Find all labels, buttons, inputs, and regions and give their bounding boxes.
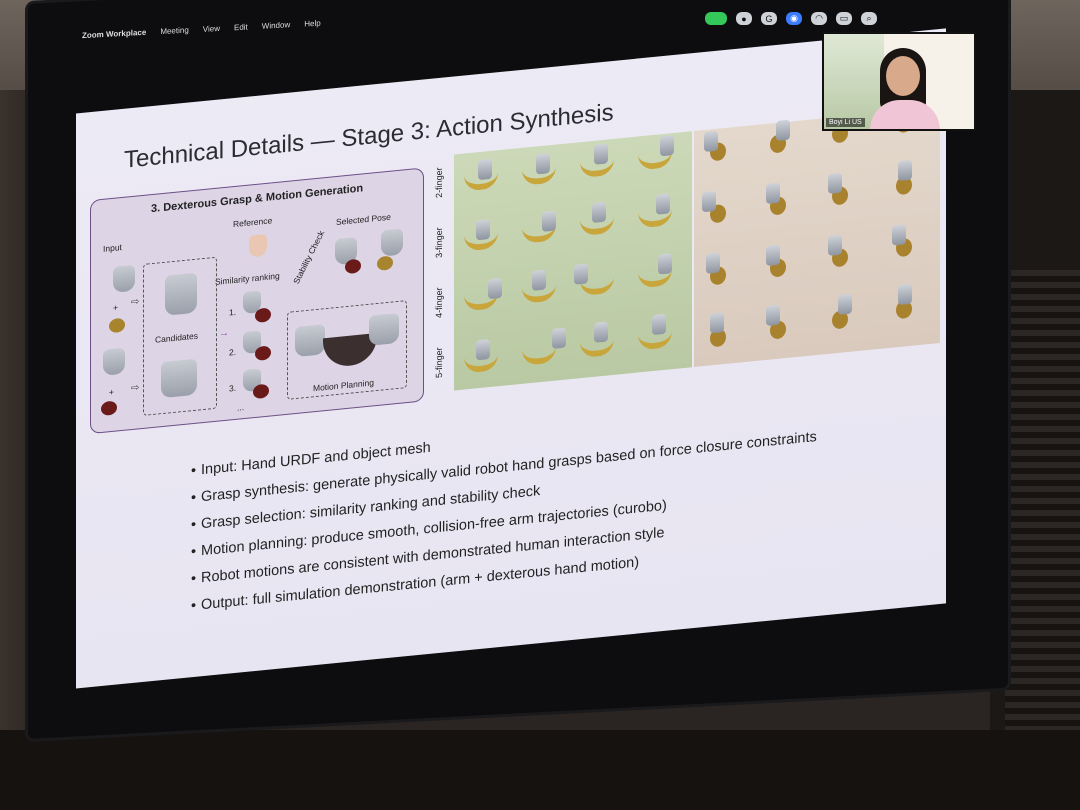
menu-help[interactable]: Help xyxy=(304,18,321,29)
robot-hand-image xyxy=(542,210,556,232)
selected-pose-label: Selected Pose xyxy=(336,211,391,228)
plus-sign: + xyxy=(113,302,118,313)
search-icon[interactable]: ⌕ xyxy=(861,12,877,25)
planning-hand-image xyxy=(295,324,325,358)
robot-hand-image xyxy=(766,244,780,266)
similarity-ranking-label: Similarity ranking xyxy=(215,270,280,287)
recording-indicator-icon[interactable] xyxy=(705,12,727,25)
robot-hand-image xyxy=(710,312,724,334)
ranked-apple-image xyxy=(255,345,271,361)
menu-window[interactable]: Window xyxy=(261,19,291,31)
robot-hand-image xyxy=(838,293,852,315)
robot-hand-image xyxy=(828,172,842,194)
robot-hand-image xyxy=(706,252,720,274)
rank-1: 1. xyxy=(229,306,237,318)
robot-hand-image xyxy=(766,304,780,326)
input-hand-image xyxy=(113,264,135,293)
grasp-motion-panel: 3. Dexterous Grasp & Motion Generation I… xyxy=(90,167,424,435)
robot-hand-image xyxy=(552,327,566,349)
rank-3: 3. xyxy=(229,382,237,394)
selected-hand-image xyxy=(381,228,403,257)
input-potato-image xyxy=(109,317,125,334)
arrow-icon: → xyxy=(219,327,229,340)
rank-2: 2. xyxy=(229,346,237,358)
floor xyxy=(0,730,1080,810)
robot-hand-image xyxy=(776,119,790,142)
ranked-apple-image xyxy=(253,383,269,400)
ranked-apple-image xyxy=(255,307,271,323)
reference-human-hand-image xyxy=(249,233,267,258)
row-label-5-finger: 5-finger xyxy=(434,346,444,379)
robot-hand-image xyxy=(898,159,912,182)
robot-hand-image xyxy=(488,277,502,300)
panel-title: 3. Dexterous Grasp & Motion Generation xyxy=(151,182,364,216)
robot-hand-image xyxy=(898,283,912,306)
speaker-name-label: Boyi Li US xyxy=(826,118,865,127)
robot-hand-image xyxy=(656,193,670,215)
menu-app-name[interactable]: Zoom Workplace xyxy=(82,27,147,40)
robot-hand-image xyxy=(704,130,718,153)
robot-hand-image xyxy=(652,313,666,336)
arrow-icon: ⇨ xyxy=(131,296,140,309)
arrow-icon: ⇨ xyxy=(131,382,140,395)
robot-hand-image xyxy=(660,134,674,157)
wifi-icon[interactable]: ◠ xyxy=(811,12,827,25)
robot-hand-image xyxy=(532,269,546,291)
wall-vent xyxy=(1005,270,1080,740)
robot-hand-image xyxy=(766,182,780,204)
robot-hand-image xyxy=(658,253,672,275)
candidate-hand-image xyxy=(161,358,197,399)
detail-bullets: Input: Hand URDF and object mesh Grasp s… xyxy=(191,398,851,625)
robot-hand-image xyxy=(478,158,492,181)
robot-hand-image xyxy=(574,263,588,285)
record-dot-icon[interactable]: ● xyxy=(736,12,752,25)
row-label-3-finger: 3-finger xyxy=(434,226,444,259)
menu-meeting[interactable]: Meeting xyxy=(160,25,189,36)
reference-label: Reference xyxy=(233,215,273,230)
camera-icon[interactable]: ◉ xyxy=(786,12,802,25)
input-hand-image xyxy=(103,347,125,376)
google-icon[interactable]: G xyxy=(761,12,777,25)
planning-hand-image xyxy=(369,312,399,346)
menu-edit[interactable]: Edit xyxy=(233,21,248,32)
input-label: Input xyxy=(103,241,122,254)
candidate-hand-image xyxy=(165,272,197,316)
stability-check-label: Stability Check xyxy=(291,229,327,286)
robot-hand-image xyxy=(536,153,550,175)
selected-potato-image xyxy=(377,255,393,272)
row-label-2-finger: 2-finger xyxy=(434,166,444,199)
robot-hand-image xyxy=(476,218,490,241)
robot-hand-image xyxy=(892,224,906,246)
input-apple-image xyxy=(101,400,117,417)
rank-more: ... xyxy=(237,402,245,413)
selected-apple-image xyxy=(345,258,361,275)
row-label-4-finger: 4-finger xyxy=(434,286,444,319)
robot-hand-image xyxy=(594,321,608,343)
robot-hand-image xyxy=(828,234,842,256)
speaker-video-tile[interactable]: Boyi Li US xyxy=(822,32,976,131)
speaker-face xyxy=(886,56,920,96)
battery-icon[interactable]: ▭ xyxy=(836,12,852,25)
robot-hand-image xyxy=(476,338,490,361)
plus-sign: + xyxy=(109,386,114,398)
robot-hand-image xyxy=(592,201,606,224)
robot-hand-image xyxy=(594,143,608,165)
presentation-slide: Technical Details — Stage 3: Action Synt… xyxy=(76,28,946,689)
menu-status-icons: ● G ◉ ◠ ▭ ⌕ xyxy=(705,12,877,25)
robot-hand-image xyxy=(702,190,716,213)
menu-view[interactable]: View xyxy=(202,23,220,34)
